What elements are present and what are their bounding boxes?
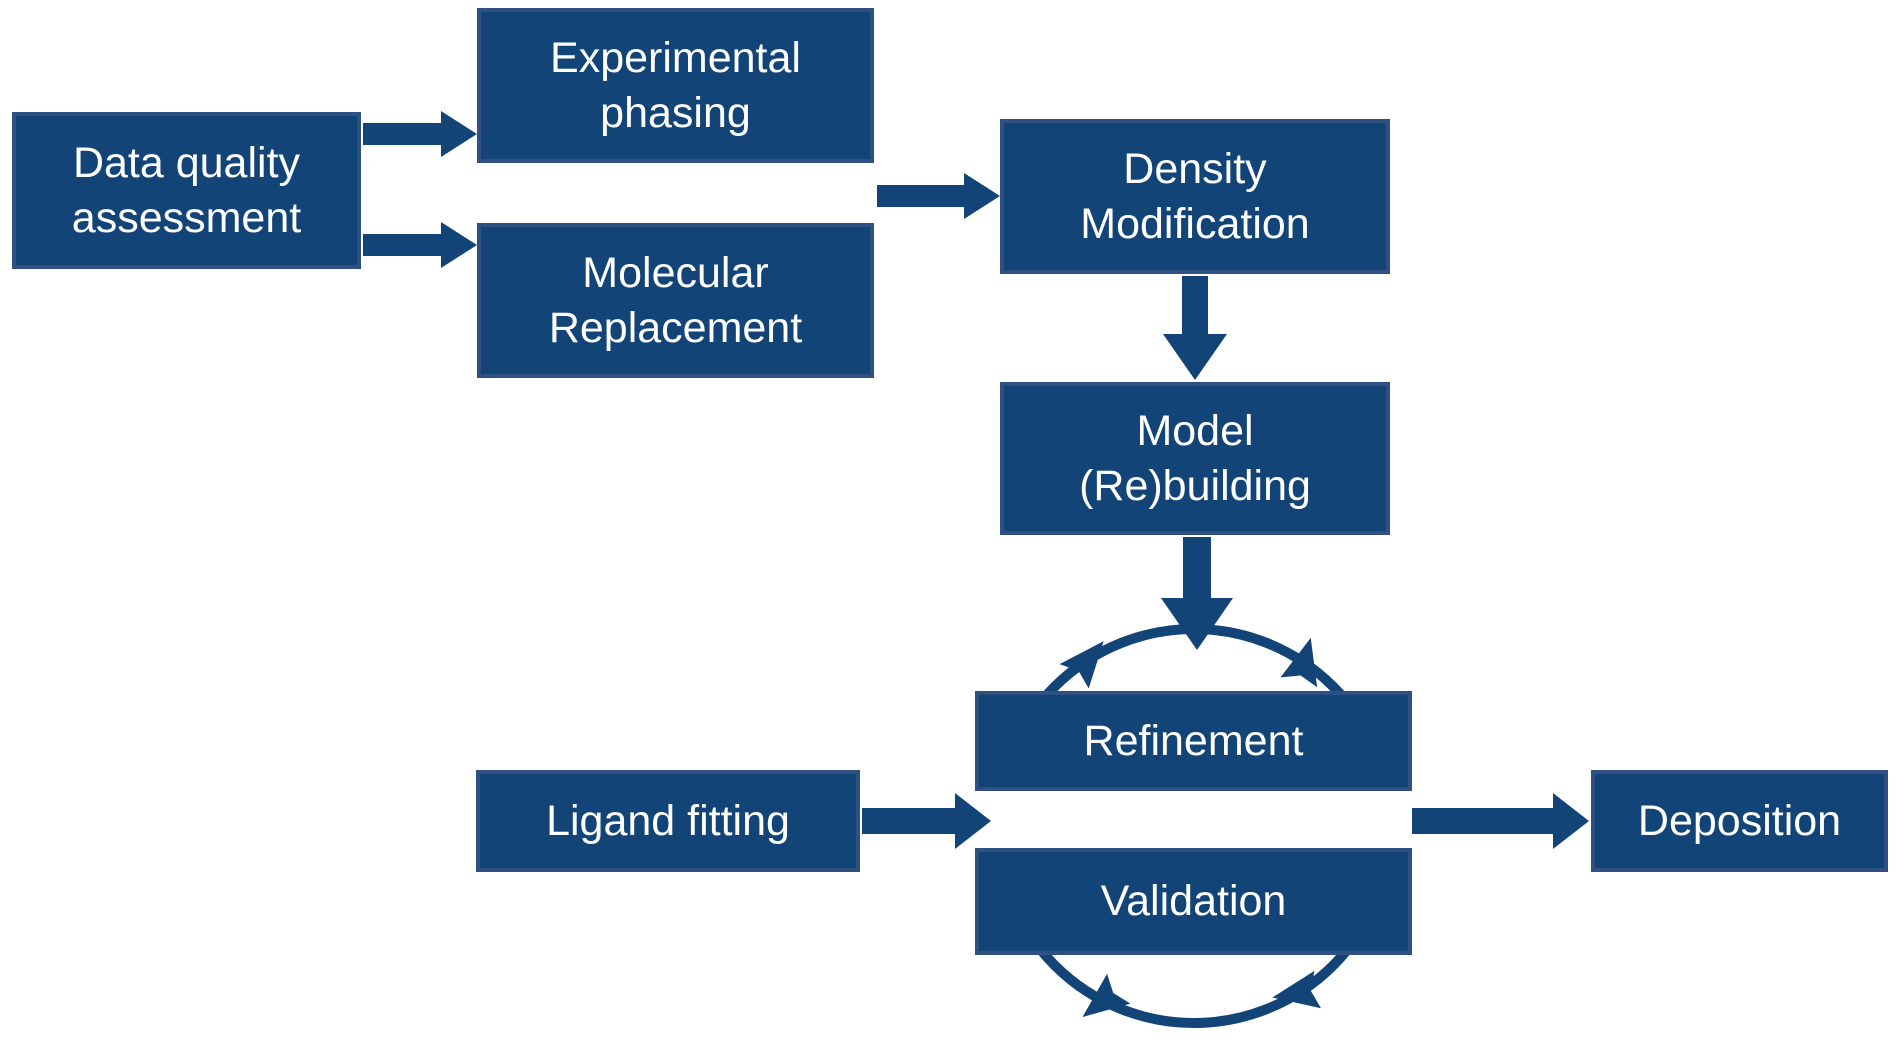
arrow-dqa-to-experimental-phasing — [363, 111, 477, 157]
node-deposition: Deposition — [1591, 770, 1888, 872]
arrow-phasing-to-density-modification — [877, 173, 1000, 219]
cycle-arrowhead-top-left-icon — [1059, 641, 1104, 689]
node-validation: Validation — [975, 848, 1412, 955]
arrow-density-to-model-rebuilding — [1163, 276, 1227, 380]
node-molecular-replacement: Molecular Replacement — [477, 223, 874, 378]
cycle-arrowhead-bottom-right-icon — [1272, 970, 1321, 1009]
arrow-cycle-to-deposition — [1412, 793, 1589, 849]
cycle-arrowhead-bottom-left-icon — [1082, 973, 1131, 1018]
node-experimental-phasing: Experimental phasing — [477, 8, 874, 163]
node-refinement: Refinement — [975, 691, 1412, 791]
arrow-model-to-cycle — [1161, 537, 1233, 650]
node-ligand-fitting: Ligand fitting — [476, 770, 860, 872]
arrow-dqa-to-molecular-replacement — [363, 222, 477, 268]
arrow-ligand-to-cycle — [862, 793, 991, 849]
cycle-gap-band — [987, 791, 1402, 848]
node-model-rebuilding: Model (Re)building — [1000, 382, 1390, 535]
cycle-arrowhead-top-right-icon — [1280, 637, 1318, 688]
node-data-quality-assessment: Data quality assessment — [12, 112, 361, 269]
node-density-modification: Density Modification — [1000, 119, 1390, 274]
